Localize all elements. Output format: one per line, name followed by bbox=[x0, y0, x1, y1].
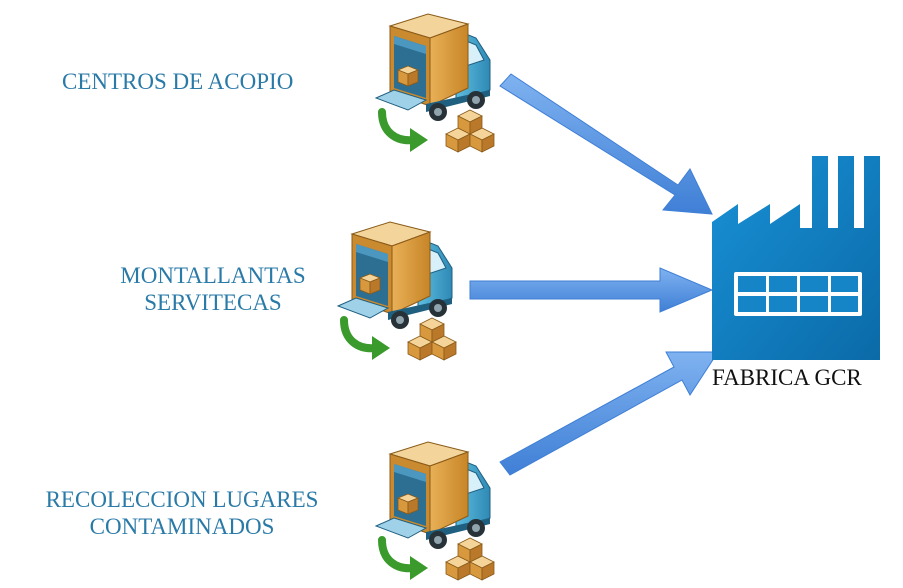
flow-arrow-3 bbox=[499, 351, 719, 476]
source-label-recoleccion: RECOLECCION LUGARES CONTAMINADOS bbox=[6, 486, 358, 540]
source-label-line: SERVITECAS bbox=[144, 290, 282, 315]
source-label-montallantas: MONTALLANTAS SERVITECAS bbox=[93, 262, 333, 316]
delivery-truck-icon bbox=[376, 14, 494, 152]
source-label-line: MONTALLANTAS bbox=[120, 263, 306, 288]
delivery-truck-icon bbox=[376, 442, 494, 580]
factory-icon bbox=[712, 156, 880, 360]
delivery-truck-icon bbox=[338, 222, 456, 360]
factory-label: FABRICA GCR bbox=[712, 365, 862, 390]
source-label-centros-de-acopio: CENTROS DE ACOPIO bbox=[62, 68, 293, 95]
source-label-line: CENTROS DE ACOPIO bbox=[62, 69, 294, 94]
flow-arrow-2 bbox=[469, 267, 714, 313]
source-label-line: RECOLECCION LUGARES bbox=[45, 487, 319, 512]
source-label-line: CONTAMINADOS bbox=[89, 514, 275, 539]
flow-arrow-1 bbox=[499, 73, 713, 215]
